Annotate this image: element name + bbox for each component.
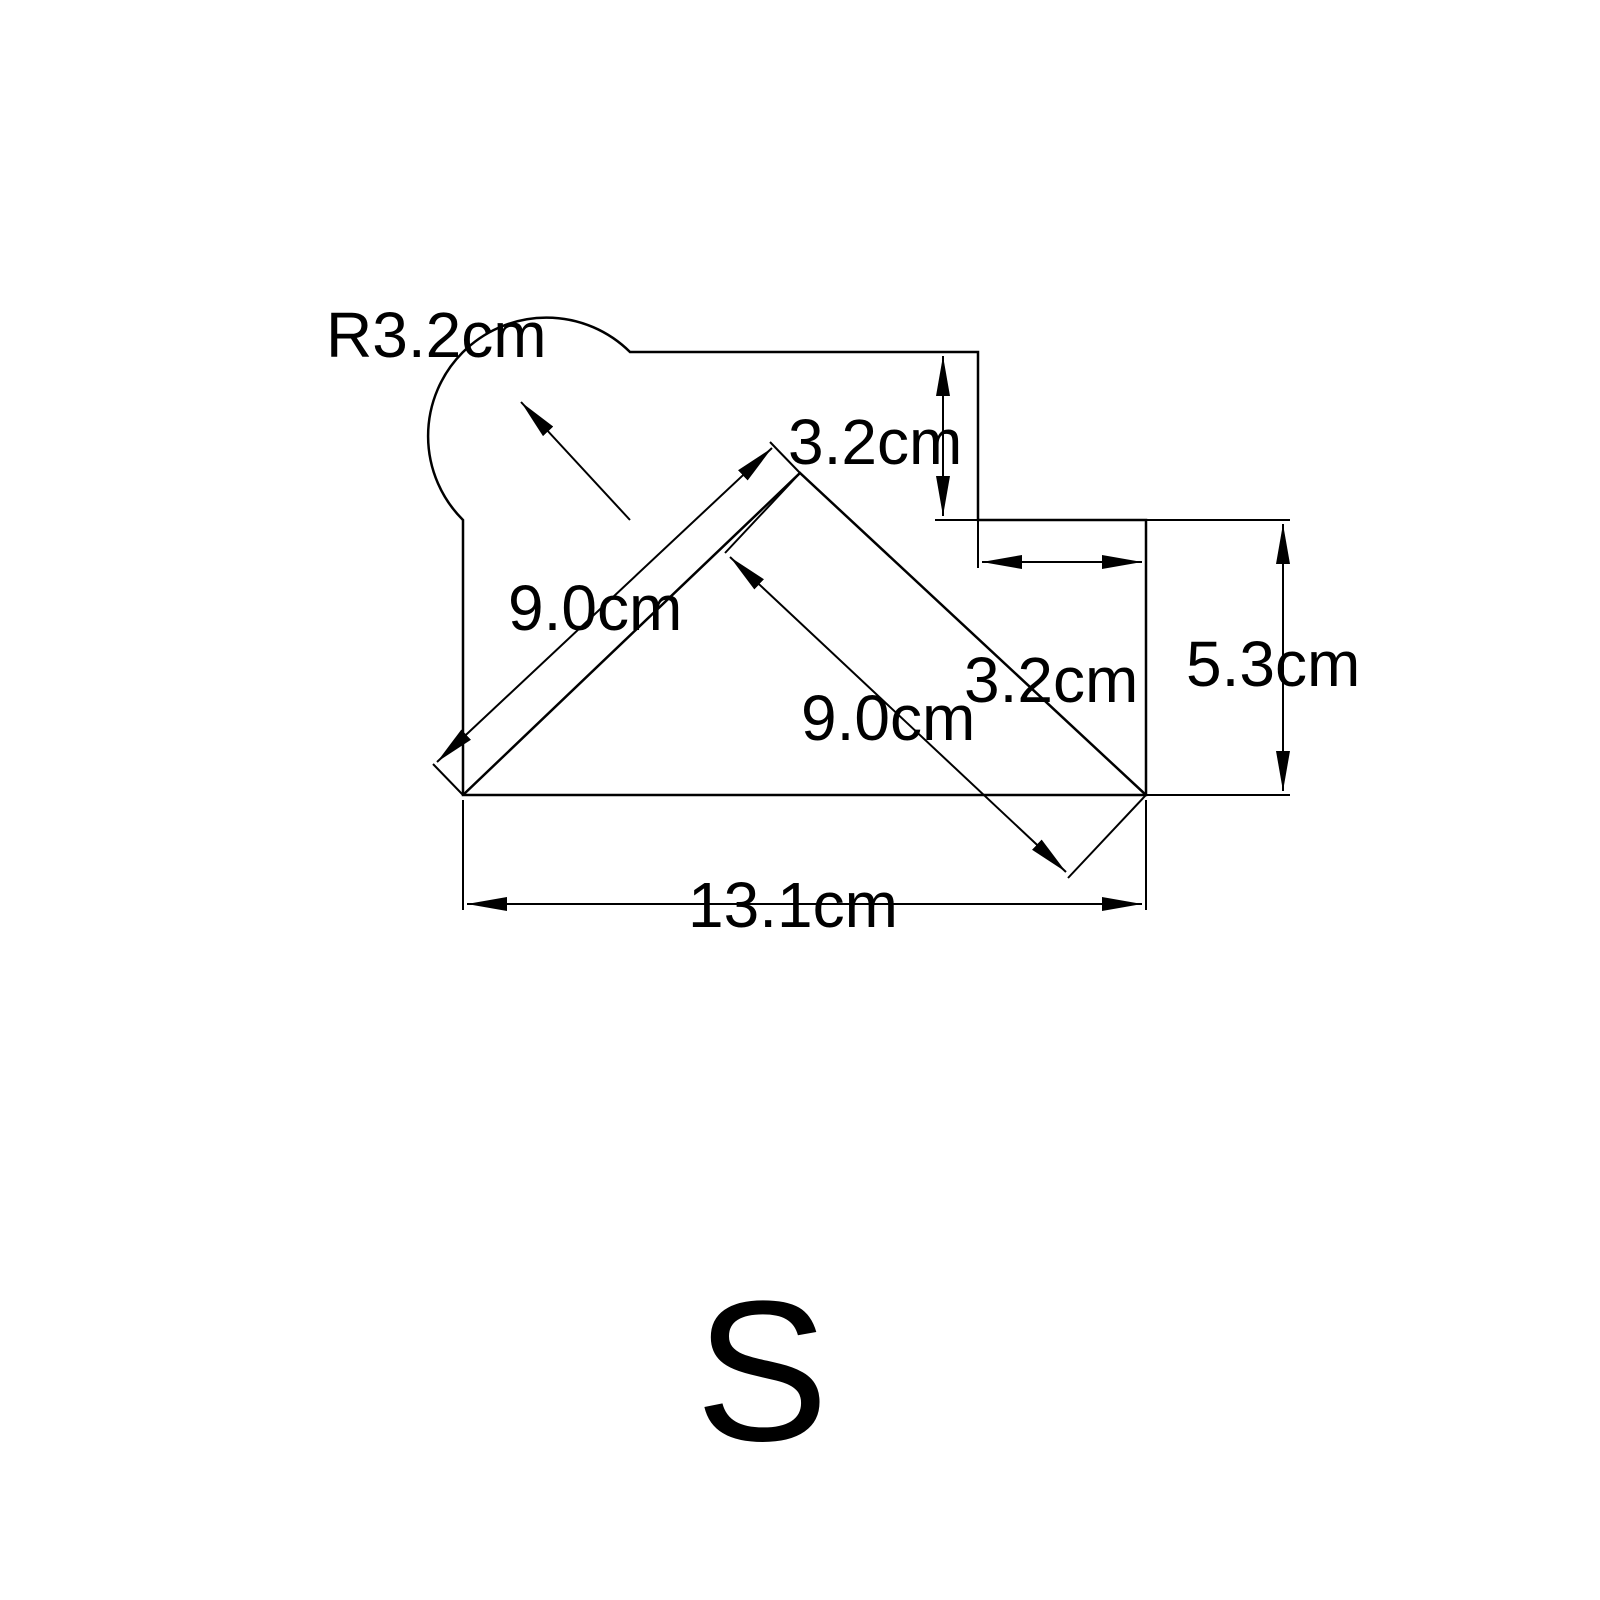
right-leg-ext-top <box>724 472 801 554</box>
size-label: S <box>695 1260 828 1483</box>
width-label: 13.1cm <box>688 869 898 941</box>
left-leg-dimension-line <box>436 447 773 763</box>
radius-leader <box>520 401 631 521</box>
right-leg-label: 9.0cm <box>801 682 975 754</box>
profile-outline <box>426 316 1148 797</box>
right-leg-dimension-line <box>729 556 1067 873</box>
radius-label: R3.2cm <box>326 299 547 371</box>
right-leg-ext-bottom <box>1067 794 1147 879</box>
height-label: 5.3cm <box>1186 628 1360 700</box>
left-leg-ext-bottom <box>432 763 464 796</box>
notch-height-label: 3.2cm <box>788 406 962 478</box>
left-leg-ext-top <box>769 441 801 474</box>
left-leg-label: 9.0cm <box>508 572 682 644</box>
notch-width-label: 3.2cm <box>964 644 1138 716</box>
